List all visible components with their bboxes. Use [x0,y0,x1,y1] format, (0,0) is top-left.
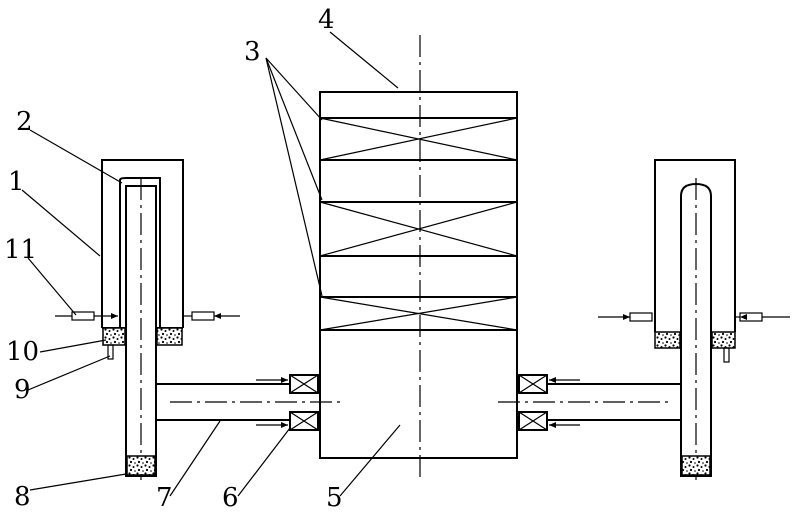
leader-3b [265,57,323,201]
leader-1 [21,189,101,257]
leader-7 [169,420,221,497]
right-nozzle [723,347,730,363]
leader-6 [237,427,291,497]
left-seal-outer [156,327,183,346]
leader-5 [339,424,401,497]
leader-2 [29,129,123,184]
label-4: 4 [318,5,335,35]
leader-lines [21,31,401,497]
left-flange [256,374,319,431]
left-inlet-outer [191,311,215,321]
leader-9 [27,355,111,391]
packing-layer-1 [319,117,518,161]
label-7: 7 [156,483,173,512]
label-1: 1 [8,167,25,197]
leader-11 [27,257,77,316]
right-seal-outer [711,331,736,349]
part-labels: 4 3 2 1 11 10 9 8 7 6 5 [4,5,343,512]
packing-layer-3 [319,296,518,331]
central-vessel [319,35,518,478]
label-6: 6 [222,483,239,512]
leader-3a [265,57,323,121]
left-bottom-fill [126,455,156,476]
right-assembly [598,159,790,484]
vessel-outline [319,91,518,459]
label-9: 9 [14,375,31,405]
right-seal-inner [654,331,681,349]
leader-10 [39,339,107,353]
right-inlet-inner [629,312,653,322]
label-8: 8 [14,482,31,512]
left-seal-inner [102,327,126,346]
label-10: 10 [6,337,39,367]
label-5: 5 [326,483,343,512]
right-housing [654,159,736,332]
label-3: 3 [244,37,261,67]
leader-8 [29,473,127,491]
label-2: 2 [16,107,33,137]
left-nozzle [107,344,114,360]
packing-layer-2 [319,201,518,257]
label-11: 11 [4,235,37,265]
right-bottom-fill [681,455,711,476]
right-flange [518,374,580,431]
left-housing [101,159,184,328]
left-inlet-11 [71,311,95,321]
leader-4 [329,31,399,89]
left-assembly [55,159,240,484]
leader-3c [265,57,323,297]
